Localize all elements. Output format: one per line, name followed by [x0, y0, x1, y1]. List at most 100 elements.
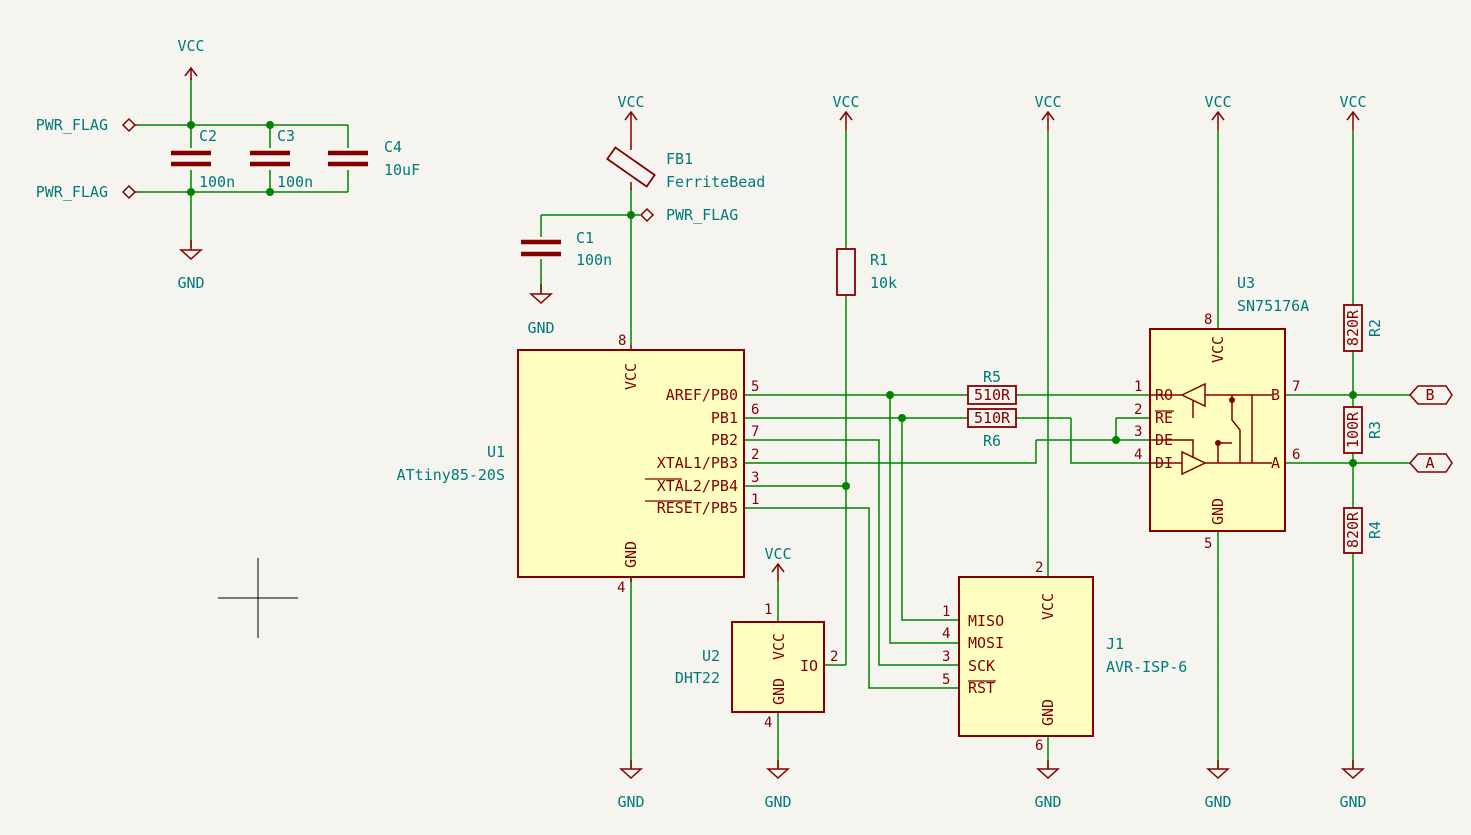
vcc-label: VCC: [1339, 93, 1366, 111]
c2-value: 100n: [199, 173, 235, 191]
r1-ref: R1: [870, 251, 888, 269]
u2-ref: U2: [702, 647, 720, 665]
u1-symbol[interactable]: [517, 345, 745, 582]
u2-value: DHT22: [675, 669, 720, 687]
u1-pin-pb1: PB1: [711, 409, 738, 427]
gnd-label: GND: [764, 793, 791, 811]
power-labels: VCC VCC VCC VCC VCC VCC VCC GND GND GND …: [36, 37, 1367, 811]
junctions: [187, 121, 1357, 490]
u3-pin-re: RE: [1155, 409, 1173, 427]
capacitors: [171, 150, 561, 257]
capacitor-c1: [521, 239, 561, 257]
j1-pinnum-mosi: 4: [942, 626, 950, 642]
fb1-value: FerriteBead: [666, 173, 765, 191]
gnd-label: GND: [1204, 793, 1231, 811]
u3-internal-buffers: [1150, 382, 1272, 476]
u1-overbars: [645, 478, 692, 502]
u1-pinnum-pb0: 5: [751, 379, 759, 395]
gnd-symbol-c1: [529, 284, 553, 305]
u3-pinnum-ro: 1: [1134, 379, 1142, 395]
wires: [137, 78, 1410, 768]
u3-value: SN75176A: [1237, 297, 1309, 315]
r3-value: 100R: [1344, 411, 1362, 448]
u2-pinnum-vcc: 1: [764, 602, 772, 618]
c3-value: 100n: [277, 173, 313, 191]
u1-pinnum-pb5: 1: [751, 492, 759, 508]
pwr-flag-label: PWR_FLAG: [36, 116, 108, 134]
vcc-label: VCC: [1204, 93, 1231, 111]
j1-pinnum-sck: 3: [942, 649, 950, 665]
u3-ref: U3: [1237, 274, 1255, 292]
u1-pin-pb2: PB2: [711, 431, 738, 449]
j1-symbol[interactable]: [958, 576, 1094, 737]
vcc-label: VCC: [764, 545, 791, 563]
u3-pin-de: DE: [1155, 431, 1173, 449]
capacitor-c3: [250, 150, 290, 167]
resistor-r5: [967, 385, 1017, 405]
u1-pin-pb0: AREF/PB0: [666, 386, 738, 404]
j1-ref: J1: [1106, 635, 1124, 653]
j1-pinnum-vcc: 2: [1035, 560, 1043, 576]
j1-value: AVR-ISP-6: [1106, 658, 1187, 676]
r5-ref: R5: [983, 368, 1001, 386]
net-label-a[interactable]: A: [1408, 453, 1453, 473]
u1-pin-gnd: GND: [622, 541, 640, 568]
gnd-label: GND: [1339, 793, 1366, 811]
vcc-label: VCC: [177, 37, 204, 55]
j1-pin-sck: SCK: [968, 657, 995, 675]
j1-pin-gnd: GND: [1039, 699, 1057, 726]
net-label-a-text: A: [1425, 454, 1434, 472]
vcc-symbol-c: [184, 66, 198, 80]
crosshair-cursor-icon: [218, 558, 298, 638]
u2-pinnum-io: 2: [830, 649, 838, 665]
c1-ref: C1: [576, 229, 594, 247]
u3-pinnum-vcc: 8: [1204, 312, 1212, 328]
r6-ref: R6: [983, 432, 1001, 450]
net-label-b-text: B: [1425, 386, 1434, 404]
c4-ref: C4: [384, 138, 402, 156]
net-label-b[interactable]: B: [1408, 385, 1453, 405]
u3-pinnum-de: 3: [1134, 424, 1142, 440]
resistor-r3: [1343, 406, 1363, 454]
gnd-symbol-u1: [619, 760, 643, 780]
resistor-r1: [836, 248, 856, 296]
resistor-r6: [967, 408, 1017, 428]
pwr-flag-label: PWR_FLAG: [36, 183, 108, 201]
u3-pinnum-re: 2: [1134, 402, 1142, 418]
u2-pinnum-gnd: 4: [764, 715, 772, 731]
vcc-symbol-u2: [771, 562, 785, 581]
vcc-symbol-u3: [1211, 110, 1225, 130]
u2-pin-gnd: GND: [770, 678, 788, 705]
r3-ref: R3: [1366, 421, 1384, 439]
u2-symbol[interactable]: [731, 621, 825, 713]
u3-pin-b: B: [1271, 386, 1280, 404]
u1-pinnum-pb3: 2: [751, 447, 759, 463]
resistor-r2: [1343, 304, 1363, 352]
u1-pin-pb4: XTAL2/PB4: [657, 477, 738, 495]
u1-pin-pb3: XTAL1/PB3: [657, 454, 738, 472]
u2-pin-vcc: VCC: [770, 633, 788, 660]
ferrite-bead-fb1: [606, 130, 656, 190]
u3-pin-di: DI: [1155, 454, 1173, 472]
vcc-label: VCC: [617, 93, 644, 111]
gnd-label: GND: [527, 319, 554, 337]
power-symbols: [121, 66, 1365, 780]
c2-ref: C2: [199, 127, 217, 145]
r5-value: 510R: [974, 386, 1011, 404]
r4-ref: R4: [1366, 521, 1384, 539]
pwr-flag-symbol-1: [121, 117, 137, 133]
u1-pin-pb5: RESET/PB5: [657, 499, 738, 517]
gnd-label: GND: [617, 793, 644, 811]
r4-value: 820R: [1344, 511, 1362, 548]
j1-pin-mosi: MOSI: [968, 634, 1004, 652]
c3-ref: C3: [277, 127, 295, 145]
c4-value: 10uF: [384, 161, 420, 179]
u1-pinnum-vcc: 8: [618, 333, 626, 349]
gnd-symbol-j1: [1036, 760, 1060, 780]
c1-value: 100n: [576, 251, 612, 269]
u3-symbol[interactable]: [1149, 328, 1286, 532]
u1-pinnum-pb4: 3: [751, 470, 759, 486]
capacitor-c2: [171, 150, 211, 167]
u3-pin-ro: RO: [1155, 386, 1173, 404]
